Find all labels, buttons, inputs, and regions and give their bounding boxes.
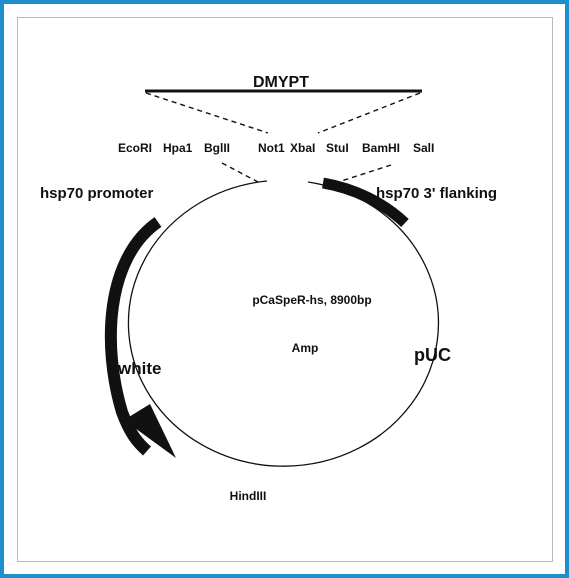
site-label: XbaI (290, 141, 315, 155)
site-label: Hpa1 (163, 141, 193, 155)
flanking-region-arc (322, 177, 409, 228)
site-label: Not1 (258, 141, 285, 155)
figure-panel (17, 17, 553, 562)
amp-label: Amp (292, 341, 319, 355)
white-gene-arc (104, 217, 162, 456)
plasmid-circle (127, 180, 440, 467)
insert-right-dash-lower (331, 164, 392, 185)
white-gene-label: white (117, 359, 161, 378)
insert-left-dash-upper (145, 92, 269, 134)
site-label: BglII (204, 141, 230, 155)
site-label: BamHI (362, 141, 400, 155)
insert-left-dash-lower (221, 162, 259, 183)
hindiii-label: HindIII (230, 489, 267, 503)
insert-name: DMYPT (253, 74, 309, 91)
promoter-label: hsp70 promoter (40, 185, 154, 202)
plasmid-name: pCaSpeR-hs, 8900bp (252, 293, 371, 307)
site-label: EcoRI (118, 141, 152, 155)
site-label: StuI (326, 141, 349, 155)
puc-label: pUC (414, 345, 451, 365)
white-gene-arrowhead (124, 404, 176, 458)
flanking-label: hsp70 3' flanking (376, 185, 497, 202)
insert-right-dash-upper (317, 92, 421, 134)
site-label: SalI (413, 141, 434, 155)
